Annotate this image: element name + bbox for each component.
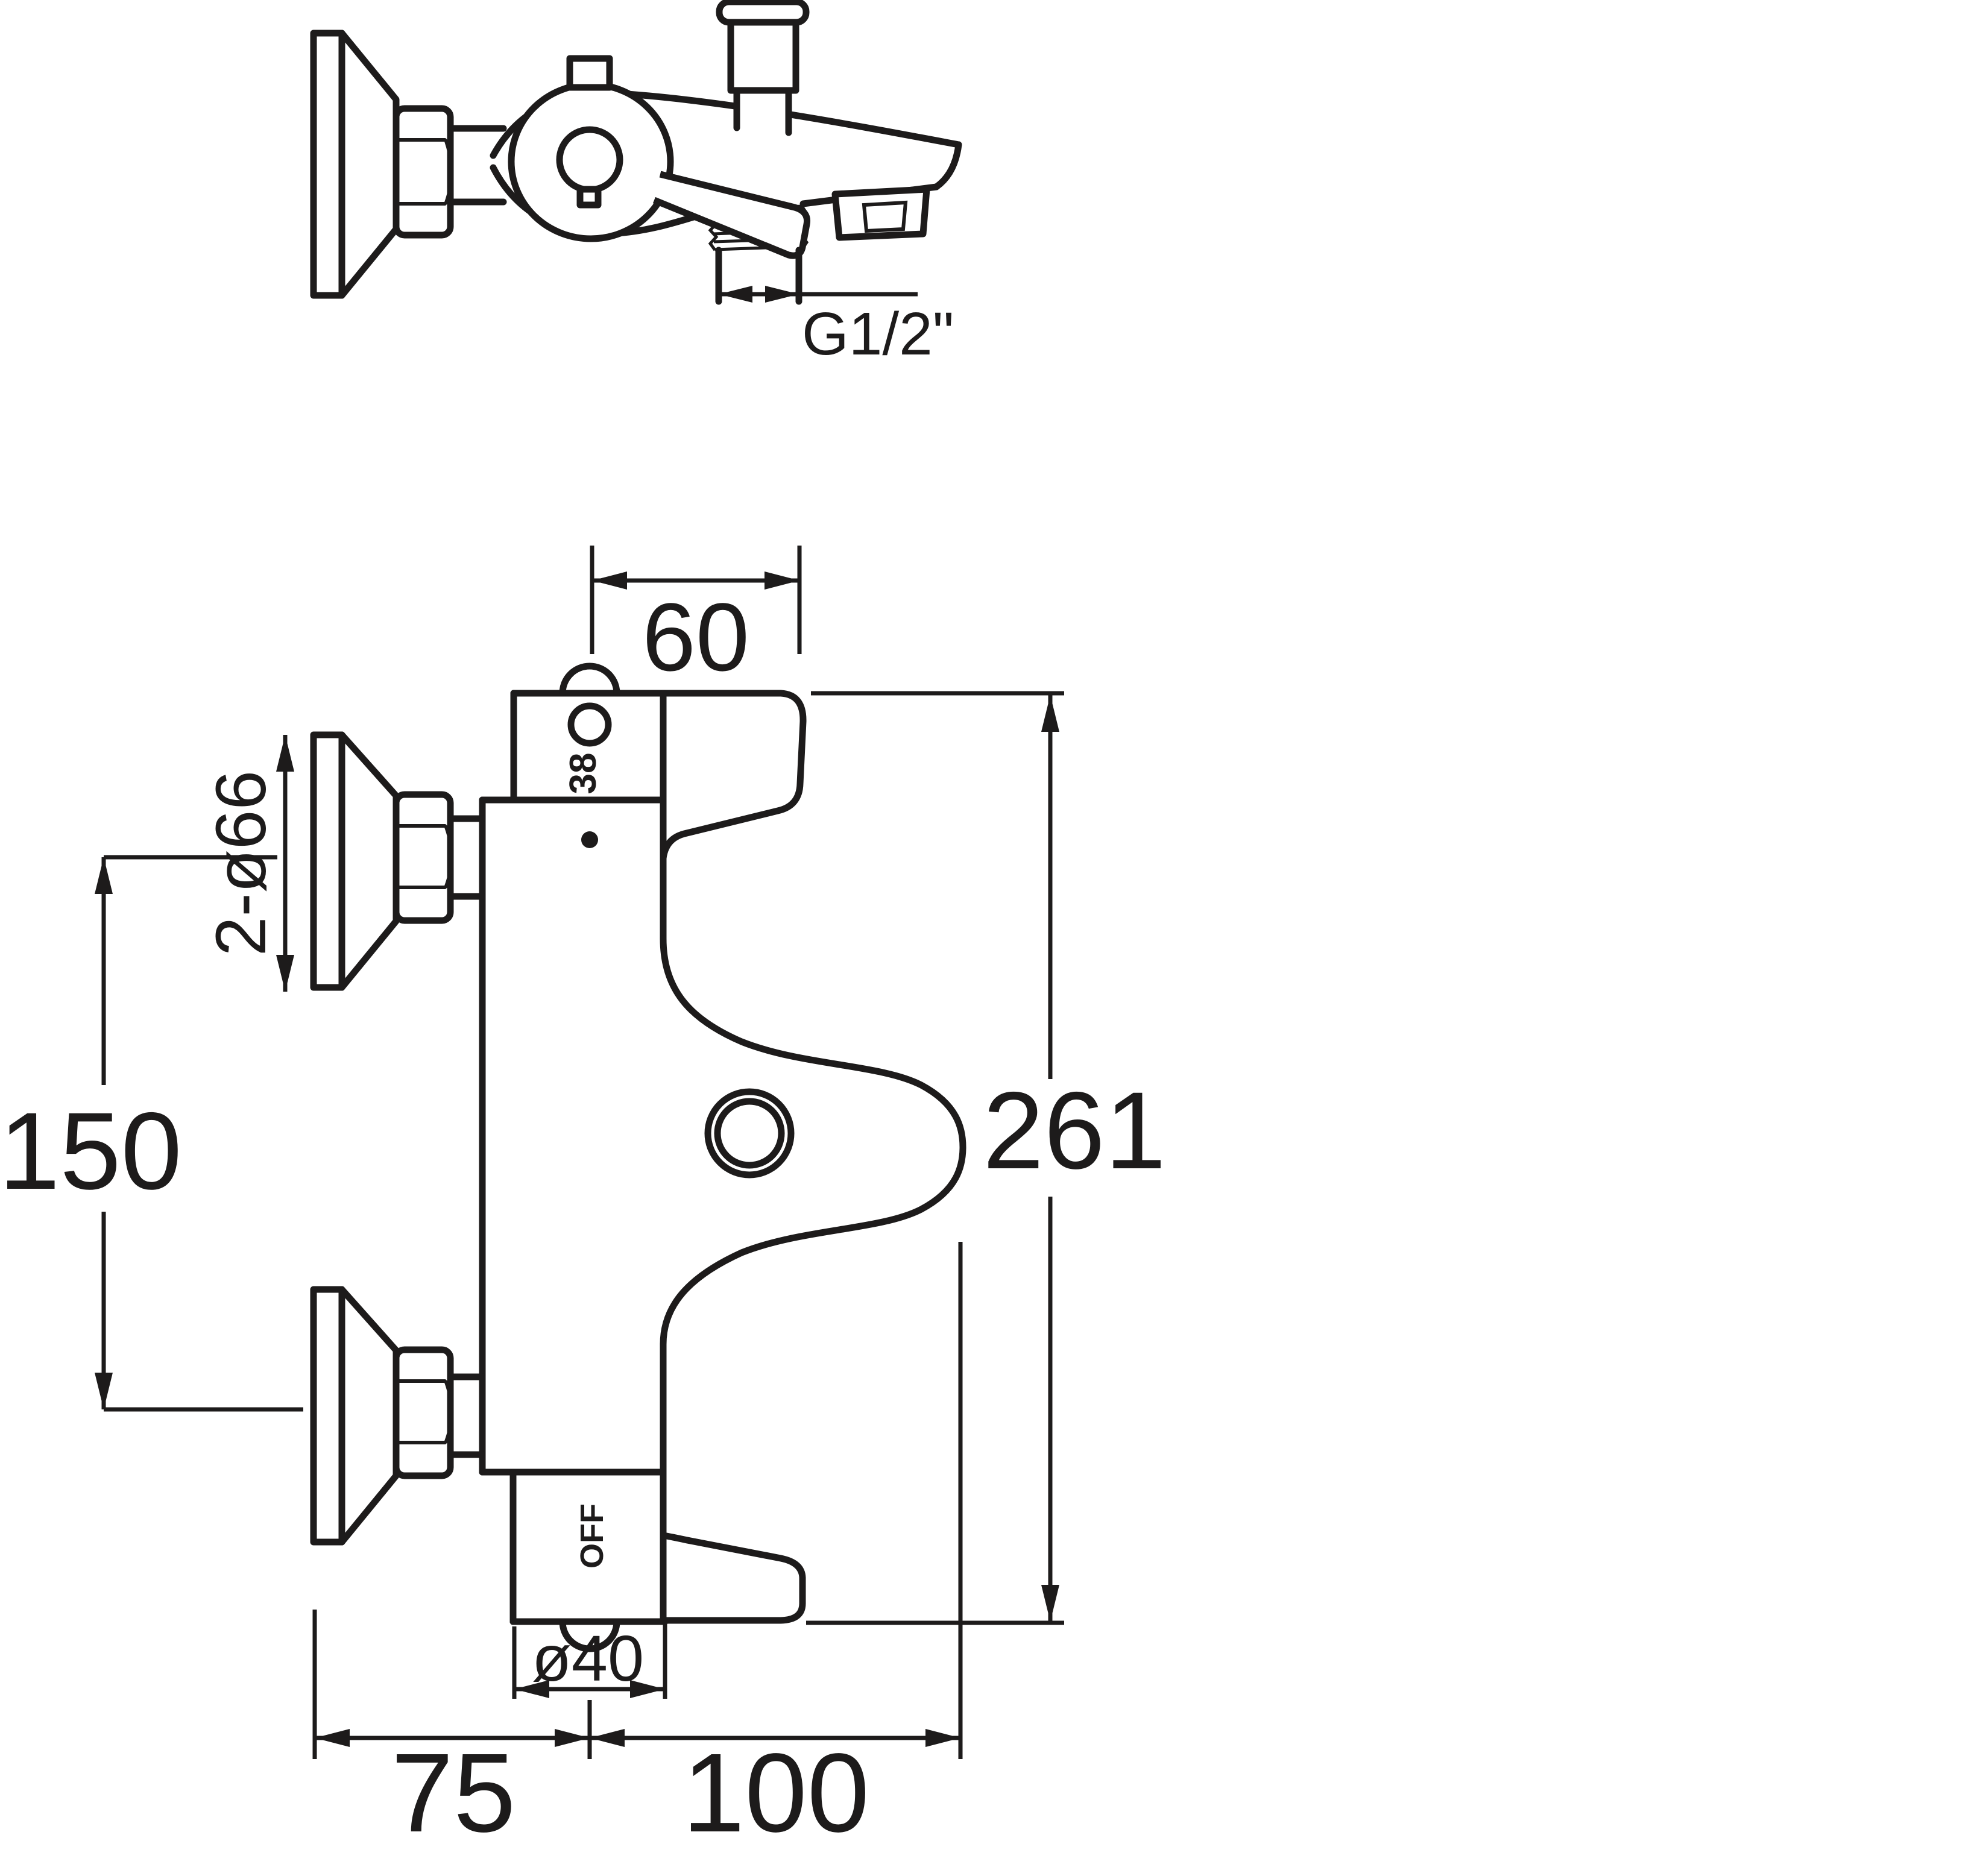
dim-g12: G1/2"	[719, 286, 954, 368]
label-60: 60	[642, 583, 749, 691]
lower-escutcheon	[310, 1286, 486, 1546]
hex-nut-body	[393, 105, 454, 239]
label-40: ø40	[532, 1622, 644, 1695]
label-thread-size: G1/2"	[802, 300, 954, 368]
lower-plate-cone	[338, 1286, 400, 1546]
upper-nut-facets	[394, 824, 447, 889]
bottom-dome-bump	[559, 1618, 620, 1652]
hose-outlet-inner	[714, 1098, 785, 1169]
dim-150-arrow-down	[95, 1373, 113, 1409]
dim-261: 261	[806, 691, 1166, 1625]
temperature-index-dot	[581, 831, 598, 848]
label-38: 38	[563, 753, 604, 795]
upper-inlet-nipple	[447, 815, 486, 900]
hub-inner-circle	[556, 126, 623, 194]
upper-escutcheon	[310, 731, 486, 991]
lower-inlet-nipple	[447, 1373, 486, 1458]
dim-g12-arrow-left	[719, 286, 752, 303]
spout-profile-curve	[660, 935, 966, 1348]
diverter-body	[727, 17, 799, 94]
dim-60-arrow-right	[765, 571, 799, 590]
lever-handle	[652, 171, 811, 259]
dim-66-arrow-up	[276, 735, 294, 772]
diverter-stem-mask	[738, 90, 787, 130]
dim-66: 2-ø66	[201, 735, 294, 992]
top-dome-bump	[559, 663, 620, 697]
hose-outlet-outer	[704, 1088, 795, 1179]
label-261: 261	[983, 1069, 1166, 1192]
upper-lever-tab	[660, 690, 807, 859]
spout-nose	[933, 141, 962, 190]
hex-nut-facets	[394, 138, 447, 206]
lower-lever-tab	[663, 1532, 806, 1624]
handle-button	[567, 702, 612, 747]
dim-40-arrow-right	[630, 1680, 665, 1698]
aerator-inner	[862, 200, 908, 233]
dim-60: 60	[590, 546, 802, 691]
dim-60-arrow-left	[592, 571, 627, 590]
body-outline	[479, 663, 966, 1652]
wall-plate	[310, 30, 345, 299]
dim-75-arrow-left	[315, 1729, 350, 1747]
diverter-cap	[716, 0, 810, 26]
dim-bottom-extlines	[312, 1242, 963, 1759]
lower-nut-seam	[444, 1380, 453, 1443]
upper-wall-plate	[310, 731, 345, 991]
side-view: G1/2"	[310, 0, 962, 368]
lower-wall-plate	[310, 1286, 345, 1546]
dim-75-arrow-right	[555, 1729, 590, 1747]
dim-66-arrow-down	[276, 955, 294, 992]
dim-75-100: 75 100	[312, 1242, 963, 1856]
hex-nut	[393, 105, 454, 239]
dim-261-arrow-up	[1041, 695, 1059, 732]
dim-150: 150	[0, 855, 303, 1412]
lower-nut-facets	[394, 1379, 447, 1444]
dim-150-arrow-up	[95, 857, 113, 894]
label-150: 150	[0, 1089, 182, 1212]
dim-100-arrow-left	[590, 1729, 625, 1747]
dim-150-refs	[104, 855, 303, 1412]
label-100: 100	[683, 1731, 869, 1856]
label-off: OFF	[574, 1503, 610, 1569]
dim-261-arrow-down	[1041, 1585, 1059, 1622]
top-knob	[566, 55, 613, 91]
upper-plate-cone	[338, 731, 400, 991]
dim-100-arrow-right	[925, 1729, 960, 1747]
wall-plate-cone	[338, 30, 400, 299]
lower-hex-nut	[393, 1346, 454, 1479]
hub-index-tab	[576, 186, 602, 209]
label-75: 75	[391, 1731, 516, 1856]
dim-261-refs	[806, 691, 1064, 1625]
label-66: 2-ø66	[201, 770, 281, 956]
upper-nut-seam	[444, 825, 453, 888]
dim-40: ø40	[512, 1622, 667, 1699]
dim-40-arrow-left	[514, 1680, 549, 1698]
front-view: 60 38 OFF	[0, 546, 1166, 1856]
upper-hex-nut	[393, 791, 454, 924]
diverter-knob	[716, 0, 810, 136]
diverter-stem	[733, 87, 792, 136]
hex-nut-seam	[444, 139, 453, 204]
dim-g12-arrow-right	[765, 286, 799, 303]
